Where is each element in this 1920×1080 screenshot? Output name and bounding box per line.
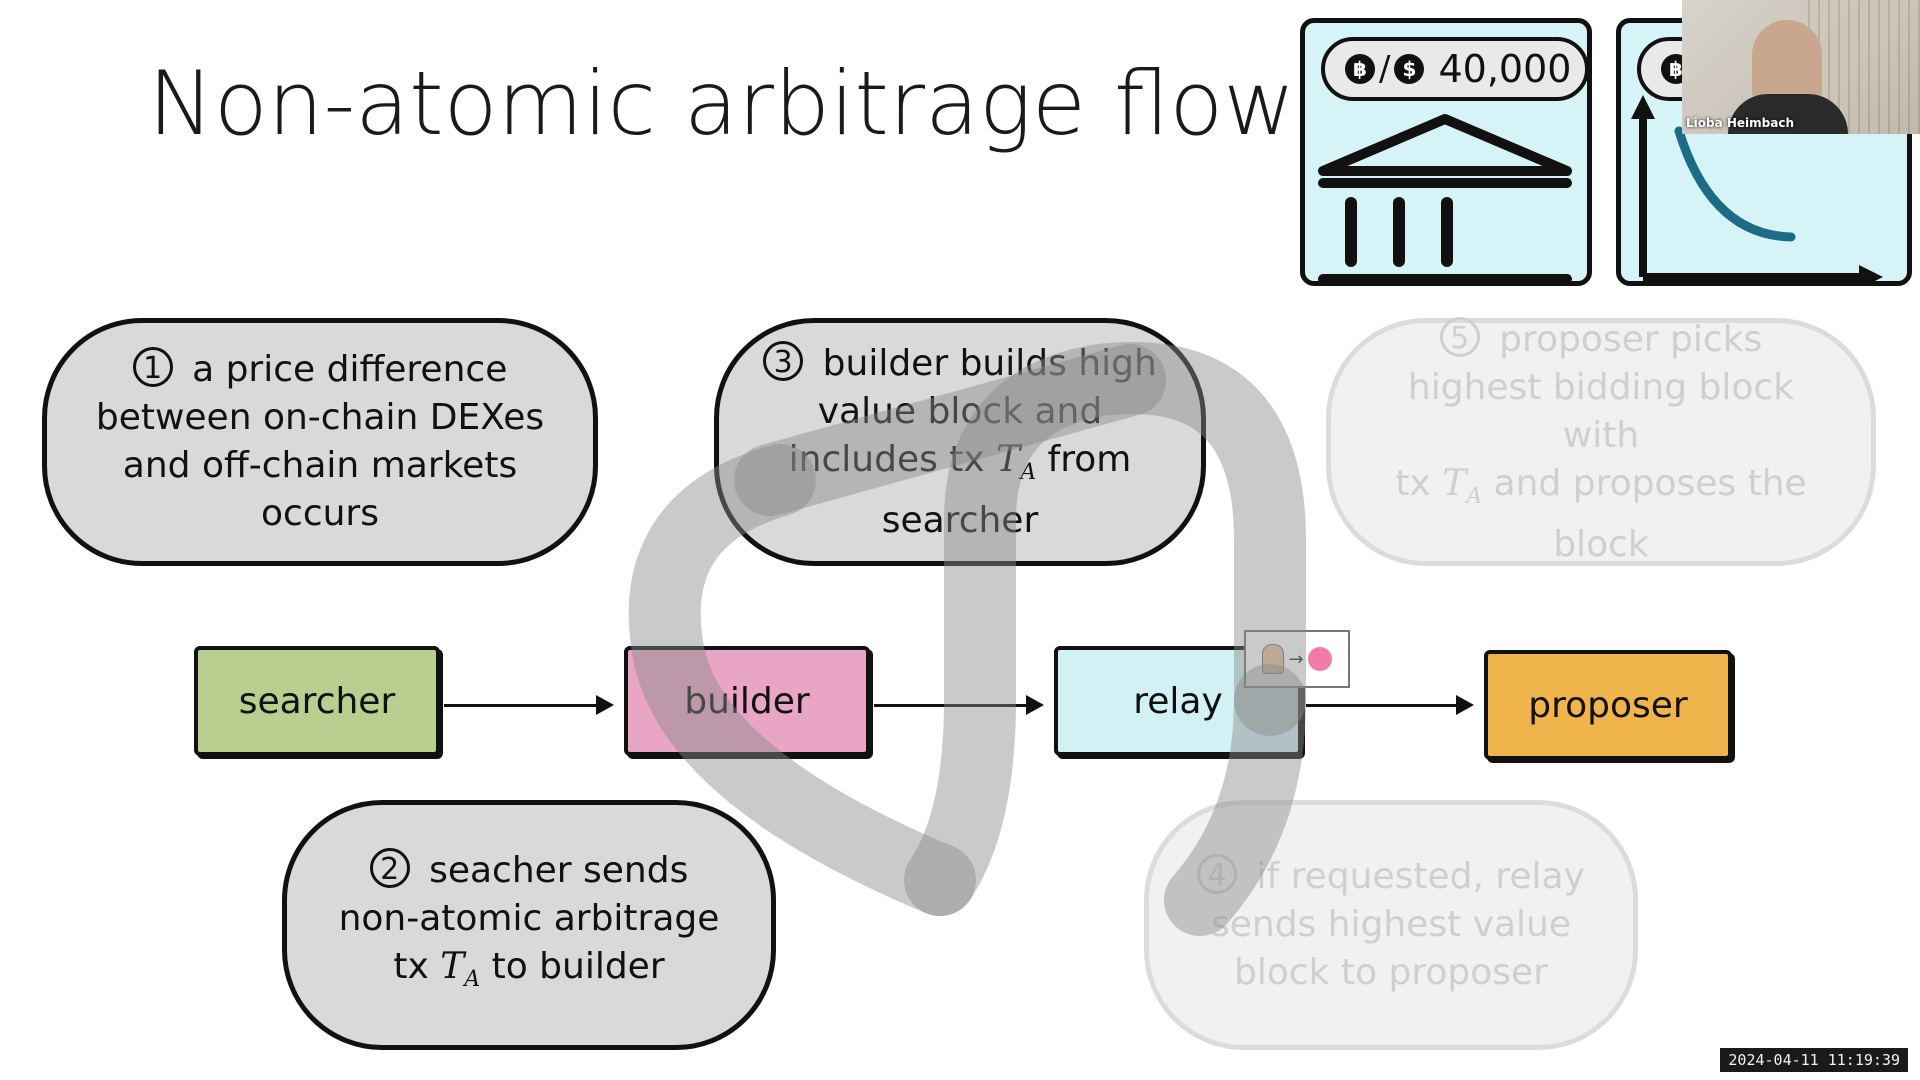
step-5-line-1: proposer picks bbox=[1499, 318, 1763, 360]
price-value: 40,000 bbox=[1438, 47, 1572, 91]
person-icon bbox=[1262, 644, 1285, 674]
step-5-line-3b: and proposes the bbox=[1493, 462, 1807, 504]
step-3-line-2: value block and bbox=[817, 390, 1103, 432]
actor-builder: builder bbox=[624, 646, 870, 756]
step-2-bubble: 2 seacher sends non-atomic arbitrage tx … bbox=[282, 800, 776, 1050]
step-4-number: 4 bbox=[1197, 854, 1238, 894]
step-2-line-3b: to builder bbox=[491, 945, 665, 987]
blob-icon bbox=[1307, 647, 1332, 671]
step-2-number: 2 bbox=[369, 847, 410, 888]
step-4-bubble: 4 if requested, relay sends highest valu… bbox=[1144, 800, 1638, 1050]
arrow-builder-to-relay bbox=[874, 695, 1044, 715]
step-3-line-3b: from bbox=[1047, 438, 1132, 480]
arrow-searcher-to-builder bbox=[444, 695, 614, 715]
actor-proposer-label: proposer bbox=[1528, 684, 1688, 726]
step-5-line-3: tx bbox=[1395, 462, 1431, 504]
step-2-line-2: non-atomic arbitrage bbox=[338, 897, 720, 939]
tx-symbol: TA bbox=[1442, 462, 1483, 509]
bitcoin-icon: ฿ bbox=[1345, 54, 1375, 84]
price-card: ฿ / $ 40,000 bbox=[1300, 18, 1592, 286]
step-2-line-3: tx bbox=[393, 945, 429, 987]
actor-relay-label: relay bbox=[1133, 680, 1223, 722]
step-5-bubble: 5 proposer picks highest bidding block w… bbox=[1326, 316, 1876, 566]
step-1-line-4: occurs bbox=[261, 493, 379, 534]
key-arrow-icon: → bbox=[1288, 648, 1304, 670]
arrow-relay-to-proposer bbox=[1306, 695, 1474, 715]
actor-proposer: proposer bbox=[1484, 650, 1732, 760]
step-3-line-4: searcher bbox=[881, 499, 1039, 541]
step-2-line-1: seacher sends bbox=[429, 849, 689, 891]
step-1-number: 1 bbox=[132, 347, 173, 387]
step-1-line-3: and off-chain markets bbox=[122, 445, 518, 486]
step-3-number: 3 bbox=[763, 340, 804, 381]
tx-symbol: TA bbox=[440, 945, 481, 992]
actor-builder-label: builder bbox=[684, 680, 810, 722]
step-1-bubble: 1 a price difference between on-chain DE… bbox=[42, 318, 598, 566]
step-5-line-2: highest bidding block with bbox=[1407, 366, 1795, 456]
bank-icon bbox=[1318, 114, 1572, 281]
price-pill: ฿ / $ 40,000 bbox=[1321, 37, 1587, 101]
tx-symbol: TA bbox=[996, 438, 1037, 485]
step-3-line-1: builder builds high bbox=[822, 342, 1157, 384]
step-3-line-3: includes tx bbox=[788, 438, 985, 480]
actor-searcher-label: searcher bbox=[238, 680, 396, 722]
speaker-name: Lioba Heimbach bbox=[1686, 116, 1795, 130]
actor-searcher: searcher bbox=[194, 646, 440, 756]
step-5-number: 5 bbox=[1439, 316, 1480, 357]
step-1-line-1: a price difference bbox=[192, 349, 508, 390]
dollar-coin-icon: $ bbox=[1394, 54, 1425, 84]
webcam-feed: Lioba Heimbach bbox=[1682, 0, 1920, 134]
slide-title: Non-atomic arbitrage flow bbox=[148, 52, 1296, 155]
step-4-line-3: block to proposer bbox=[1233, 952, 1548, 993]
price-curve-icon bbox=[1631, 95, 1883, 281]
recording-timestamp: 2024-04-11 11:19:39 bbox=[1720, 1048, 1908, 1072]
step-4-line-1: if requested, relay bbox=[1256, 856, 1585, 897]
step-1-line-2: between on-chain DEXes bbox=[95, 397, 545, 438]
step-5-line-4: block bbox=[1553, 523, 1649, 565]
relay-popup: → bbox=[1244, 630, 1350, 688]
speaker-body bbox=[1728, 94, 1848, 134]
step-3-bubble: 3 builder builds high value block and in… bbox=[714, 318, 1206, 566]
step-4-line-2: sends highest value bbox=[1210, 904, 1572, 945]
